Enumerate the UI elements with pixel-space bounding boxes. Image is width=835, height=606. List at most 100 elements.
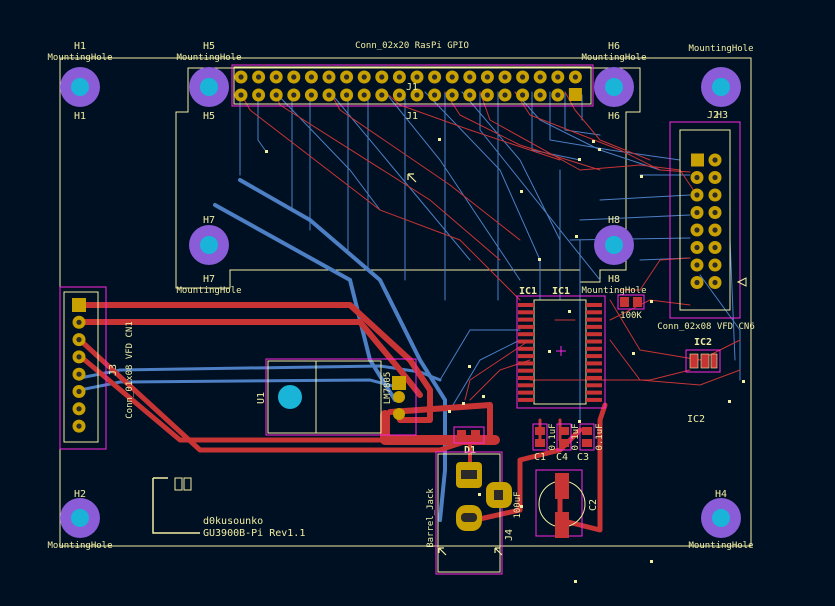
regulator-u1[interactable]: U1 LM7805 [256, 358, 417, 436]
j1-pad-hole [361, 92, 367, 98]
j1-pad-hole [326, 74, 332, 80]
h4-ref: H4 [715, 489, 727, 500]
j2-pad-hole [694, 262, 700, 268]
j2-pad-hole [712, 174, 718, 181]
connector-j3[interactable]: Conn_01x08 VFD CN1 J3 [59, 286, 135, 450]
j1-pad-hole [432, 92, 438, 98]
chip-ic1[interactable]: IC1 IC1 [516, 286, 606, 409]
mounting-hole-h7[interactable]: H7 H7 MountingHole [176, 215, 241, 296]
credit-author: d0kusounko [203, 516, 263, 527]
capacitor-c3[interactable]: C3 0.1uF [577, 423, 605, 463]
j2-value: Conn_02x08 VFD CN6 [657, 322, 755, 332]
connector-j2[interactable]: J2 Conn_02x08 VFD CN6 [657, 110, 755, 332]
j2-pad-hole [694, 174, 700, 181]
j2-pad-hole [712, 262, 718, 268]
ic2-value: IC2 [687, 414, 705, 425]
ic1-pad [586, 324, 602, 329]
h1-value: MountingHole [47, 53, 112, 63]
diode-d1[interactable]: D1 [453, 426, 485, 456]
c4-ref: C4 [556, 452, 568, 463]
j1-pad-hole [256, 74, 262, 80]
j1-pad-hole [520, 74, 526, 80]
j1-pad-hole [291, 74, 297, 80]
ic1-pad [586, 317, 602, 322]
h5-ref-front: H5 [203, 111, 215, 122]
j1-pad-hole [432, 74, 438, 80]
mounting-hole-h8[interactable]: H8 H8 MountingHole [581, 215, 646, 296]
h7-value: MountingHole [176, 286, 241, 296]
j2-ref: J2 [707, 110, 719, 121]
mounting-hole-h1[interactable]: H1 MountingHole H1 [47, 41, 112, 122]
h3-value: MountingHole [688, 44, 753, 54]
j1-pad-hole [396, 74, 402, 80]
ic1-pad [518, 303, 534, 307]
h2-ref: H2 [74, 489, 86, 500]
j1-pad-hole [379, 92, 385, 98]
j1-pad-hole [537, 92, 543, 98]
j3-pad-hole [76, 423, 82, 429]
mounting-hole-h2[interactable]: H2 MountingHole [47, 489, 112, 551]
mounting-hole-h3[interactable]: MountingHole H3 [688, 44, 753, 121]
h4-value: MountingHole [688, 541, 753, 551]
capacitor-c1[interactable]: C1 0.1uF [532, 423, 558, 463]
j1-pad-1 [568, 88, 582, 101]
j2-pad-hole [712, 157, 718, 163]
h3-ref: H3 [716, 110, 728, 121]
j3-pad-hole [76, 337, 82, 343]
j2-pad-hole [694, 192, 700, 198]
ic1-pad [518, 390, 534, 395]
h1-ref-front: H1 [74, 111, 86, 122]
j3-pad-hole [76, 354, 82, 360]
h7-ref: H7 [203, 215, 215, 226]
front-copper-layer [77, 91, 741, 533]
ic1-pad [586, 361, 602, 366]
ic1-pad [518, 376, 534, 380]
barrel-jack-j4[interactable]: Barrel_Jack J4 [426, 451, 515, 575]
capacitor-c4[interactable]: C4 0.1uF [556, 423, 581, 463]
j1-pad-hole [449, 74, 455, 80]
h8-ref-front: H8 [608, 274, 620, 285]
back-copper-layer [78, 91, 741, 522]
j4-ref: J4 [504, 529, 515, 541]
anchor-markers [407, 173, 503, 556]
ic1-pad [518, 368, 534, 373]
j1-pad-hole [502, 92, 508, 98]
resistor-r1[interactable]: 100K [617, 294, 645, 321]
j3-pad-hole [76, 388, 82, 395]
ic1-pad [586, 390, 602, 395]
j1-pad-hole [291, 92, 297, 98]
connector-j1[interactable]: Conn_02x20 RasPi GPIO J1 J1 [231, 41, 594, 122]
mounting-hole-h4[interactable]: H4 MountingHole [688, 489, 753, 551]
j1-pad-hole [467, 74, 473, 80]
j3-pad-hole [76, 371, 82, 377]
ic1-pad [518, 317, 534, 322]
ic1-pad [586, 383, 602, 388]
mounting-hole-h6[interactable]: H6 MountingHole H6 [581, 41, 646, 122]
ic1-pad [518, 397, 534, 402]
j1-pad-hole [502, 74, 508, 80]
ic1-pad [586, 397, 602, 402]
j1-pad-hole [484, 92, 490, 98]
ic1-pad [586, 310, 602, 315]
j3-ref: J3 [108, 364, 119, 376]
j3-pad-hole [76, 406, 82, 412]
chip-ic2[interactable]: IC2 IC2 [685, 337, 721, 425]
h1-ref: H1 [74, 41, 86, 52]
ic1-pad [518, 324, 534, 329]
h8-value: MountingHole [581, 286, 646, 296]
h6-value: MountingHole [581, 53, 646, 63]
j1-pad-hole [326, 92, 332, 98]
ic1-value: IC1 [552, 286, 570, 297]
j1-pad-hole [449, 92, 455, 98]
j2-pad-hole [694, 279, 700, 286]
j1-pad-hole [273, 92, 279, 98]
capacitor-c2[interactable]: C2 100uF [513, 469, 599, 538]
j1-value: Conn_02x20 RasPi GPIO [355, 41, 469, 51]
credit-board-name: GU3900B-Pi Rev1.1 [203, 528, 305, 539]
h7-ref-front: H7 [203, 274, 215, 285]
mounting-hole-h5[interactable]: H5 MountingHole H5 [176, 41, 241, 122]
j1-pad-hole [256, 92, 262, 98]
j1-pad-hole [344, 92, 350, 98]
